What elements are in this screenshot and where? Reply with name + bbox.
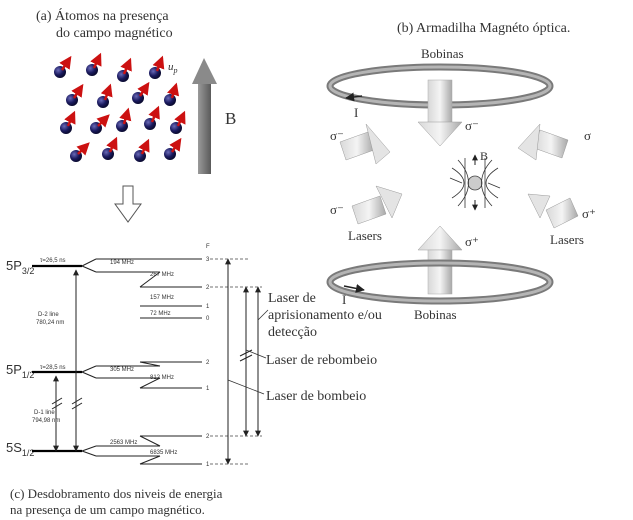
atom (164, 137, 182, 160)
F-label: 1 (206, 462, 210, 468)
laser-repump-label: Laser de rebombeio (266, 353, 377, 368)
beam-left-bottom (351, 185, 403, 225)
field-label-a: B (225, 109, 236, 128)
panel-c-caption-line2: na presença de um campo magnético. (10, 502, 205, 517)
F-label: 2 (206, 434, 210, 440)
sigma-bottom: σ⁺ (465, 234, 479, 249)
atom (116, 107, 132, 132)
laser-trap-label-2: aprisionamento e/ou (268, 308, 382, 323)
d1-label-1: D-1 line (34, 410, 55, 416)
atom (144, 105, 160, 130)
state-5p12: 5P1/2 (6, 362, 34, 380)
coil-bottom-label: Bobinas (414, 307, 457, 322)
F-label: 0 (206, 316, 210, 322)
coil-bottom (326, 259, 554, 305)
lasers-right: Lasers (550, 232, 584, 247)
split-6835: 6835 MHz (150, 450, 177, 456)
split-194: 194 MHz (110, 260, 134, 266)
center-field-diagram (449, 154, 501, 211)
F-header: F (206, 244, 210, 250)
atom (102, 136, 118, 160)
d1-label-2: 794,98 nm (32, 418, 60, 424)
atom (132, 81, 150, 104)
energy-level-diagram: 5P3/2 5P1/2 5S1/2 τ=26,5 ns τ=28,5 ns (6, 244, 269, 468)
panel-b-title: (b) Armadilha Magnéto óptica. (397, 21, 571, 36)
atom (86, 52, 102, 76)
atom (149, 55, 165, 79)
panel-a-title-line1: Átomos na presença (55, 9, 169, 24)
atom (97, 83, 113, 108)
current-label-bottom: I (342, 292, 346, 307)
beam-right-bottom (527, 193, 579, 229)
current-arrow-bottom (343, 283, 365, 293)
state-5s12: 5S1/2 (6, 440, 34, 458)
current-label-top: I (354, 105, 358, 120)
field-arrow-a (192, 58, 217, 174)
sigma-left-top: σ⁻ (330, 128, 344, 143)
laser-trap-label-3: detecção (268, 325, 317, 340)
atom (134, 138, 150, 162)
current-arrow-top (345, 92, 363, 102)
lifetime-5p32: τ=26,5 ns (40, 258, 66, 264)
sigma-right-bottom: σ⁺ (582, 206, 596, 221)
panel-a-label: (a) (36, 9, 52, 24)
F-label: 2 (206, 360, 210, 366)
atom (170, 110, 186, 134)
coil-top-label: Bobinas (421, 46, 464, 61)
beam-left-top (339, 123, 391, 165)
sigma-right-top: σ (584, 128, 591, 143)
laser-pump-label: Laser de bombeio (266, 389, 366, 404)
mu-label: up (168, 61, 178, 75)
state-5p32: 5P3/2 (6, 258, 34, 276)
split-267: 267 MHz (150, 272, 174, 278)
atom (60, 110, 76, 134)
atom (164, 82, 180, 106)
field-label-b: B (480, 149, 488, 163)
panel-a-title: (a) Átomos na presença (36, 8, 169, 25)
beam-right-top (517, 123, 569, 161)
d2-label-1: D-2 line (38, 312, 59, 318)
lifetime-5p12: τ=28,5 ns (40, 365, 66, 371)
split-305: 305 MHz (110, 367, 134, 373)
F-label: 3 (206, 257, 210, 263)
atom (70, 142, 90, 162)
down-arrow (114, 185, 142, 223)
sigma-left-bottom: σ⁻ (330, 202, 344, 217)
sigma-top: σ⁻ (465, 118, 479, 133)
split-2563: 2563 MHz (110, 440, 137, 446)
split-157: 157 MHz (150, 295, 174, 301)
atom (90, 114, 110, 134)
atom (66, 83, 84, 106)
F-label: 1 (206, 386, 210, 392)
lasers-left: Lasers (348, 228, 382, 243)
atoms-group (54, 52, 186, 162)
panel-c-caption-line1: (c) Desdobramento dos niveis de energia (10, 486, 223, 501)
laser-trap-label-1: Laser de (268, 291, 316, 306)
F-label: 1 (206, 304, 210, 310)
d2-label-2: 780,24 nm (36, 320, 64, 326)
split-812: 812 MHz (150, 375, 174, 381)
beam-top (417, 79, 463, 147)
beam-bottom (417, 225, 463, 295)
F-label: 2 (206, 285, 210, 291)
atom (54, 55, 72, 78)
split-72: 72 MHz (150, 311, 171, 317)
panel-a-title-line2: do campo magnético (56, 26, 173, 41)
atom (117, 57, 132, 82)
